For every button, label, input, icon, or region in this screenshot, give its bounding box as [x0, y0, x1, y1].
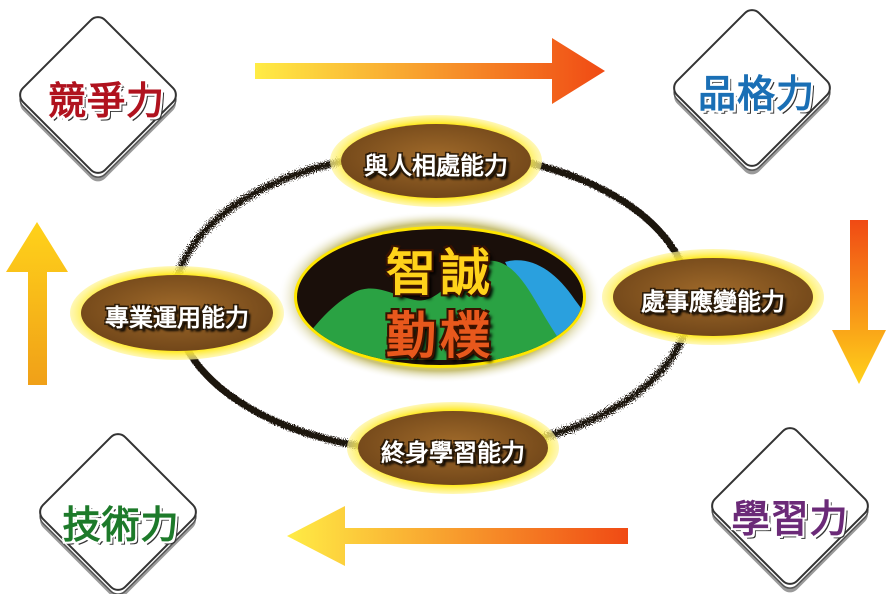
oval-bottom — [347, 402, 559, 494]
ability-label-adaptability: 處事應變能力 — [641, 288, 785, 316]
oval-left — [70, 266, 284, 360]
ability-label-lifelong-learning: 終身學習能力 — [381, 439, 525, 467]
diamond-bottom-right — [711, 427, 869, 593]
corner-label-technical: 技術力 — [62, 503, 180, 547]
arrow-up — [6, 222, 68, 385]
ability-label-professional: 專業運用能力 — [105, 304, 249, 332]
center-motto-line1: 智誠 — [386, 244, 494, 302]
center-emblem — [278, 211, 602, 383]
corner-label-learning: 學習力 — [731, 497, 849, 541]
oval-right — [602, 249, 824, 345]
arrow-right — [255, 38, 605, 104]
corner-label-character: 品格力 — [698, 72, 816, 116]
center-motto-line2: 勤樸 — [386, 307, 494, 365]
corner-label-competitiveness: 競爭力 — [48, 79, 166, 123]
diamond-bottom-left — [39, 433, 197, 594]
oval-top — [330, 115, 542, 207]
arrow-left — [287, 506, 628, 566]
mountain-shape — [297, 260, 575, 360]
diamond-top-right — [673, 9, 831, 175]
diamond-top-left — [19, 16, 177, 182]
arrow-down — [832, 220, 886, 384]
ability-label-interpersonal: 與人相處能力 — [364, 152, 508, 180]
